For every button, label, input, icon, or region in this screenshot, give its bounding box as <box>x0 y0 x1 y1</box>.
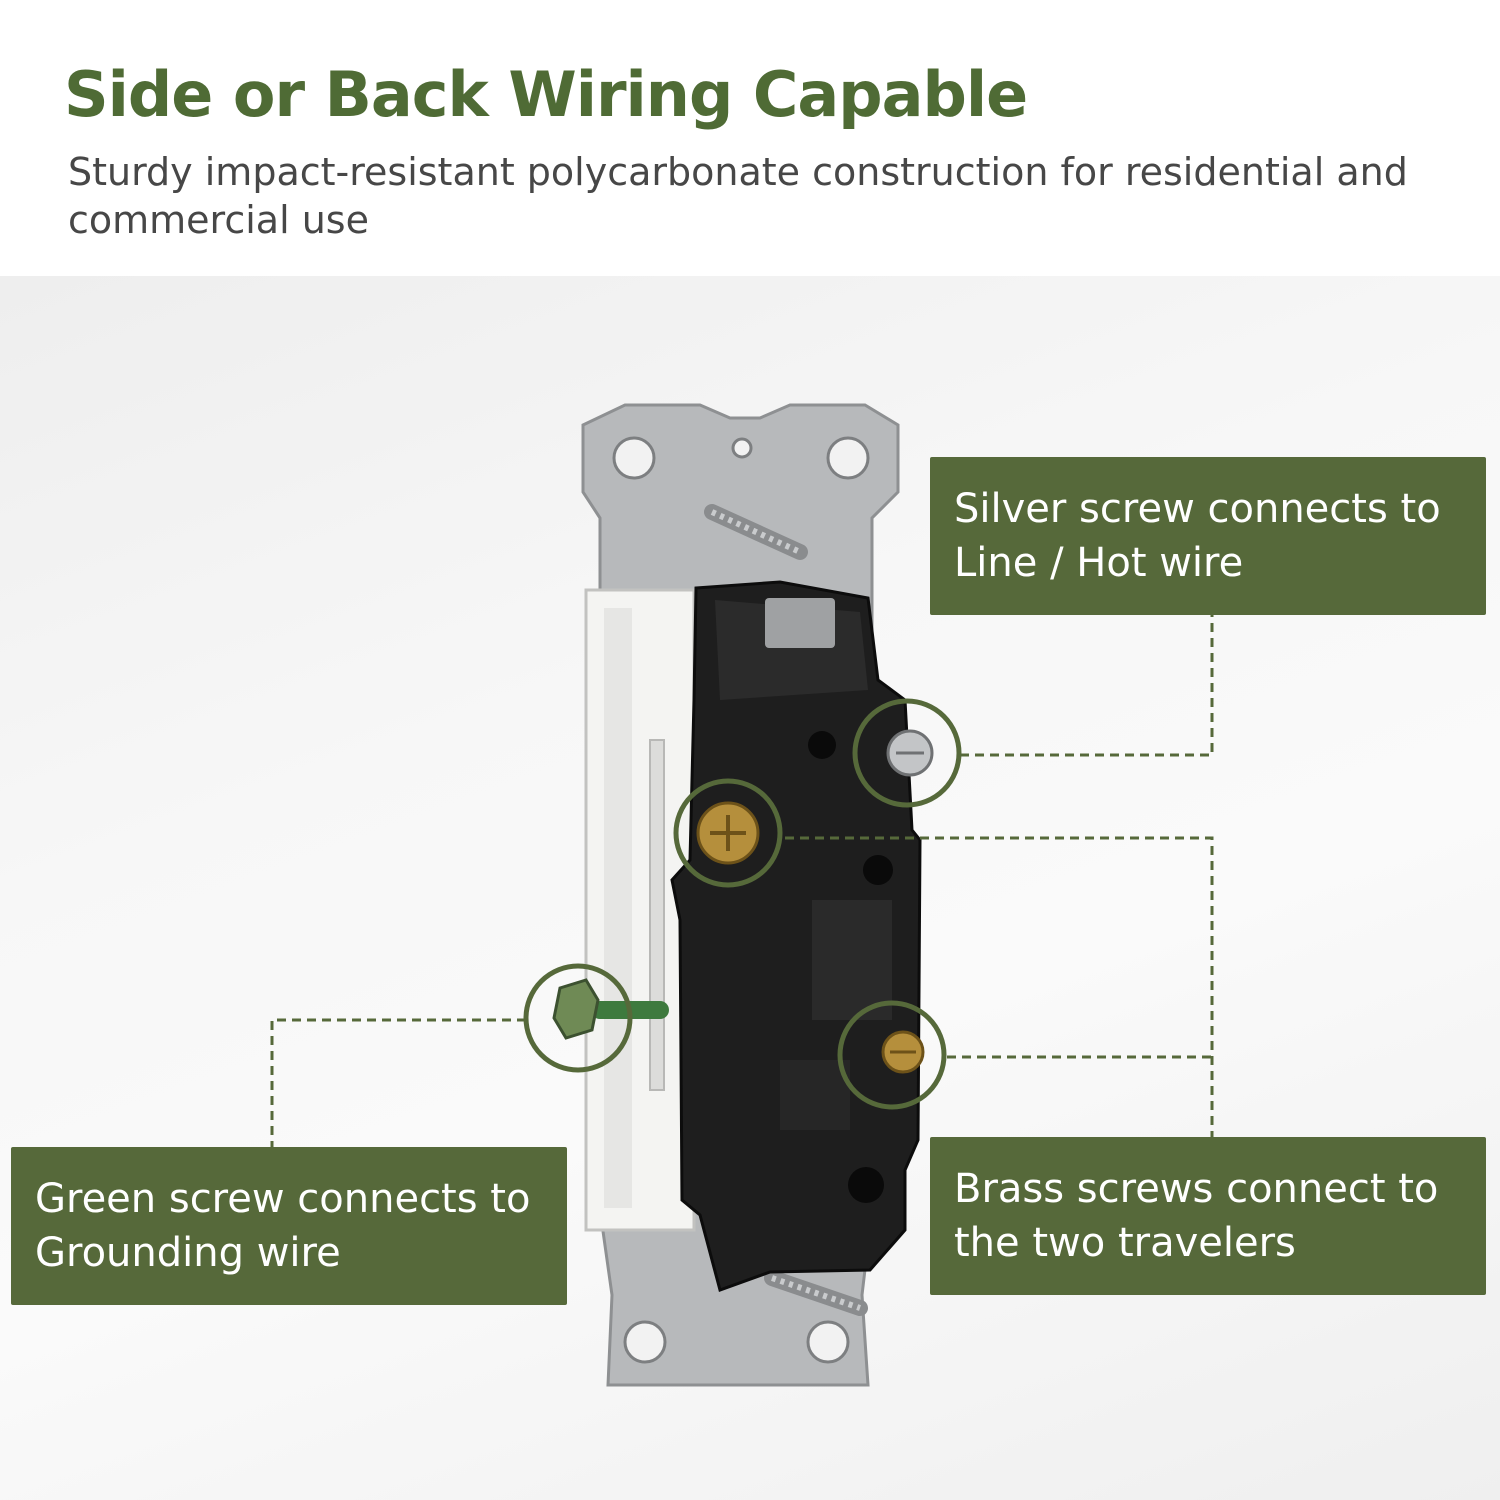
highlight-ring-green <box>523 963 633 1073</box>
callout-silver-screw: Silver screw connects to Line / Hot wire <box>930 457 1486 615</box>
highlight-ring-silver <box>852 698 962 808</box>
page-title: Side or Back Wiring Capable <box>64 58 1028 131</box>
brass-screw-upper <box>696 801 760 865</box>
highlight-ring-brass-lower <box>837 1000 947 1110</box>
callout-brass-screws: Brass screws connect to the two traveler… <box>930 1137 1486 1295</box>
silver-screw <box>886 729 934 777</box>
brass-screw-lower <box>881 1030 925 1074</box>
callout-green-screw: Green screw connects to Grounding wire <box>11 1147 567 1305</box>
callout-brass-line2: the two travelers <box>954 1220 1296 1266</box>
header: Side or Back Wiring Capable Sturdy impac… <box>0 0 1500 276</box>
leader-line-silver <box>960 615 1214 757</box>
callout-green-line1: Green screw connects to <box>35 1176 531 1222</box>
page-subtitle: Sturdy impact-resistant polycarbonate co… <box>68 150 1408 242</box>
callout-silver-line2: Line / Hot wire <box>954 540 1244 586</box>
switch-body <box>670 580 922 1292</box>
callout-green-line2: Grounding wire <box>35 1230 341 1276</box>
callout-silver-line1: Silver screw connects to <box>954 486 1441 532</box>
mounting-screw-top <box>704 504 808 560</box>
leader-line-brass <box>785 836 1214 1137</box>
mounting-screw-bottom <box>764 1270 868 1316</box>
highlight-ring-brass-upper <box>673 778 783 888</box>
leader-line-green <box>270 1018 526 1147</box>
callout-brass-line1: Brass screws connect to <box>954 1166 1439 1212</box>
